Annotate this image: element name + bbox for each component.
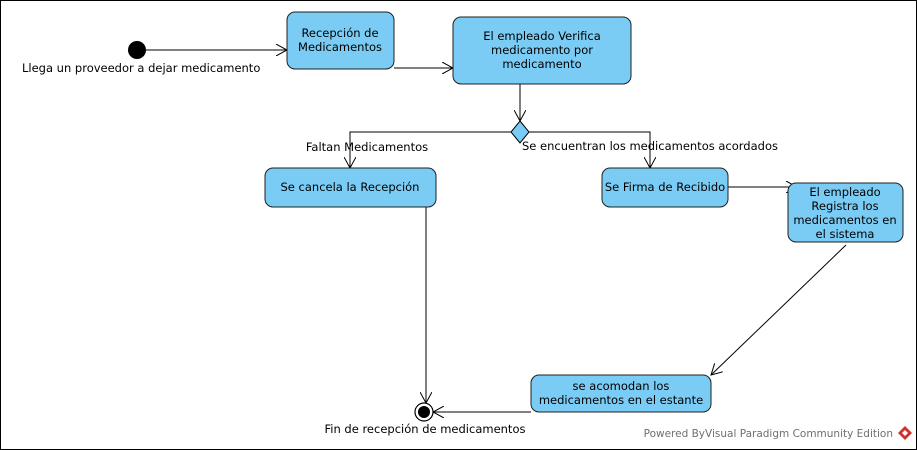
- activity-verifica-box: [452, 16, 632, 85]
- activity-firma-line-1: Se Firma de Recibido: [605, 180, 725, 194]
- activity-verifica[interactable]: El empleado Verifica medicamento por med…: [452, 16, 632, 85]
- activity-recepcion-box: [286, 11, 395, 70]
- activity-acomodan-line-1: se acomodan los: [573, 379, 670, 393]
- initial-node: [128, 41, 146, 59]
- edge-decision-to-cancela: [350, 131, 511, 168]
- activity-firma-box: [601, 167, 729, 208]
- edges-group: [144, 50, 847, 412]
- activity-registra-line-2: Registra los: [811, 199, 878, 213]
- activity-registra-box: [787, 182, 904, 243]
- edge-registra-to-acomodan: [711, 244, 847, 375]
- activity-recepcion-line-2: Medicamentos: [298, 40, 382, 54]
- activity-registra-line-1: El empleado: [809, 185, 880, 199]
- activity-verifica-line-3: medicamento: [502, 57, 581, 71]
- activity-recepcion[interactable]: Recepción de Medicamentos: [286, 11, 395, 70]
- activity-registra-line-4: el sistema: [816, 227, 875, 241]
- activity-acomodan-box: [530, 374, 712, 413]
- activity-cancela[interactable]: Se cancela la Recepción: [264, 167, 437, 208]
- branch-label-faltan: Faltan Medicamentos: [306, 140, 428, 154]
- final-node-dot: [418, 406, 430, 418]
- watermark-text: Powered ByVisual Paradigm Community Edit…: [644, 428, 893, 440]
- decision-node[interactable]: [510, 120, 530, 144]
- activity-verifica-line-1: El empleado Verifica: [483, 29, 601, 43]
- activity-firma[interactable]: Se Firma de Recibido: [601, 167, 729, 208]
- initial-node-label: Llega un proveedor a dejar medicamento: [22, 61, 260, 75]
- activity-cancela-box: [264, 167, 437, 208]
- activity-registra-line-3: medicamentos en: [793, 213, 896, 227]
- activity-cancela-line-1: Se cancela la Recepción: [281, 180, 420, 194]
- activity-registra[interactable]: El empleado Registra los medicamentos en…: [787, 182, 904, 243]
- visual-paradigm-logo-icon: [898, 426, 912, 440]
- final-node: [414, 402, 434, 422]
- activity-acomodan[interactable]: se acomodan los medicamentos en el estan…: [530, 374, 712, 413]
- final-node-label: Fin de recepción de medicamentos: [325, 422, 526, 436]
- activity-recepcion-line-1: Recepción de: [301, 26, 378, 40]
- activity-acomodan-line-2: medicamentos en el estante: [539, 393, 703, 407]
- activity-verifica-line-2: medicamento por: [491, 43, 593, 57]
- branch-label-se-encuentran: Se encuentran los medicamentos acordados: [522, 139, 778, 153]
- edge-decision-to-firma: [529, 131, 650, 168]
